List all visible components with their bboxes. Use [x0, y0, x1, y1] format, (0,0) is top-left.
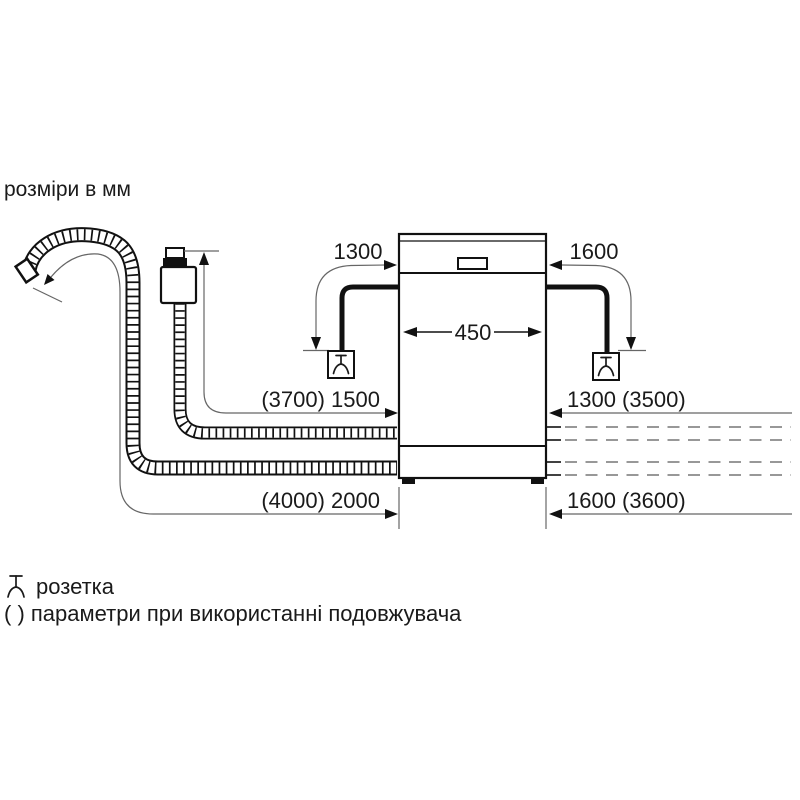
- supply-right-dimension: [549, 408, 792, 418]
- drain-hose-left-label: (4000) 2000: [261, 488, 380, 513]
- legend-socket-label: розетка: [36, 574, 115, 599]
- foot-left: [402, 478, 415, 484]
- dashed-hose-continuations: [547, 426, 791, 476]
- supply-hose-left-label: (3700) 1500: [261, 387, 380, 412]
- dishwasher-front: [397, 232, 548, 484]
- drain-hose-end-cap: [13, 257, 40, 285]
- arrowhead: [385, 408, 398, 418]
- arrowhead: [626, 337, 636, 350]
- arrowhead: [549, 408, 562, 418]
- width-dimension-label: 450: [455, 320, 492, 345]
- arrowhead: [199, 252, 209, 265]
- arrowhead: [549, 260, 562, 270]
- legend-extension-note: ( ) параметри при використанні подовжува…: [4, 601, 462, 626]
- arrowhead: [528, 327, 542, 337]
- legend: розетка ( ) параметри при використанні п…: [4, 574, 462, 626]
- cord-right-label: 1600: [570, 239, 619, 264]
- supply-hose-right-label: 1300 (3500): [567, 387, 686, 412]
- arrowhead: [384, 260, 397, 270]
- supply-hose: [173, 303, 397, 440]
- arrowhead: [311, 337, 321, 350]
- drain-hose-dimension: [32, 253, 398, 519]
- aquastop-valve: [159, 247, 198, 305]
- socket-right: [592, 352, 620, 381]
- arrowhead: [403, 327, 417, 337]
- socket-plug-icon: [597, 356, 615, 377]
- control-panel-display: [457, 257, 488, 270]
- socket-plug-icon: [7, 575, 25, 598]
- cord-left-dimension: [303, 260, 397, 352]
- page-title: розміри в мм: [4, 178, 131, 201]
- power-cord-right: [547, 284, 610, 353]
- drain-hose: [13, 227, 397, 476]
- arrowhead: [385, 509, 398, 519]
- cord-left-label: 1300: [334, 239, 383, 264]
- drain-right-dimension: [549, 509, 792, 519]
- power-cord-left: [339, 284, 398, 351]
- width-dimension: 450: [403, 320, 542, 345]
- supply-hose-dimension: [184, 250, 398, 418]
- cord-right-dimension: [549, 260, 646, 352]
- socket-plug-icon: [332, 354, 350, 375]
- socket-left: [327, 350, 355, 379]
- arrowhead: [549, 509, 562, 519]
- arrowhead: [44, 274, 55, 285]
- drain-hose-right-label: 1600 (3600): [567, 488, 686, 513]
- foot-right: [531, 478, 544, 484]
